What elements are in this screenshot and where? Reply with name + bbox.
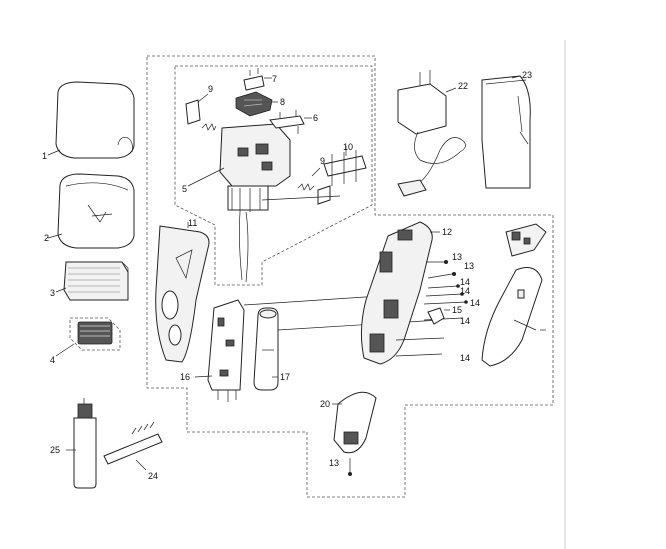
part-motor-block [187,123,291,283]
part-rear-cover [481,223,547,367]
part-cleaning-brush [103,421,163,471]
part-bracket [269,110,312,134]
part-screw-stand [348,458,352,476]
label-part-23: 23 [522,70,532,80]
label-part-11: 11 [188,218,197,228]
part-oil-bottle [66,398,97,489]
part-main-body [360,221,440,365]
part-drive-clip [243,68,272,91]
label-part-7: 7 [272,74,277,84]
part-spring-left [185,93,217,131]
part-outer-cap [47,81,135,159]
label-part-14-a: 14 [460,277,470,287]
part-switch-piece [427,307,450,325]
label-part-14-c: 14 [470,298,480,308]
label-part-13-middle: 13 [464,261,474,271]
part-pouch [481,75,531,189]
part-linkage [323,146,367,186]
label-part-16: 16 [180,372,190,382]
label-part-2: 2 [44,233,49,243]
label-part-10: 10 [343,142,353,152]
label-part-20: 20 [320,399,330,409]
label-part-6: 6 [313,113,318,123]
label-part-17: 17 [280,372,290,382]
label-part-5: 5 [182,184,187,194]
label-part-8: 8 [280,97,285,107]
label-part-15: 15 [452,305,462,315]
label-part-13-stand: 13 [329,458,339,468]
part-inner-frame [47,173,135,249]
part-front-cover [155,222,210,363]
label-part-1: 1 [42,151,47,161]
part-spring-right [297,167,331,205]
label-part-12: 12 [442,227,452,237]
label-part-22: 22 [458,81,468,91]
part-screws-13 [426,260,456,279]
part-circuit-board [194,299,245,402]
label-part-9-left: 9 [208,84,213,94]
motor-unit-boundary [174,65,373,286]
label-part-9-right: 9 [320,156,325,166]
assembly-guide-lines [243,195,441,331]
label-part-14-b: 14 [460,286,470,296]
label-part-25: 25 [50,445,60,455]
label-part-13-upper: 13 [452,252,462,262]
label-part-3: 3 [50,288,55,298]
label-part-14-e: 14 [460,353,470,363]
part-charging-stand [332,391,377,454]
part-ac-adapter [397,70,466,197]
label-part-24: 24 [148,471,158,481]
part-battery [253,307,279,391]
part-outer-foil [55,261,129,301]
assembly-boundary [146,55,554,498]
label-part-14-d: 14 [460,316,470,326]
label-part-4: 4 [50,355,55,365]
part-inner-blade [55,317,121,357]
part-drive-head [235,91,278,117]
